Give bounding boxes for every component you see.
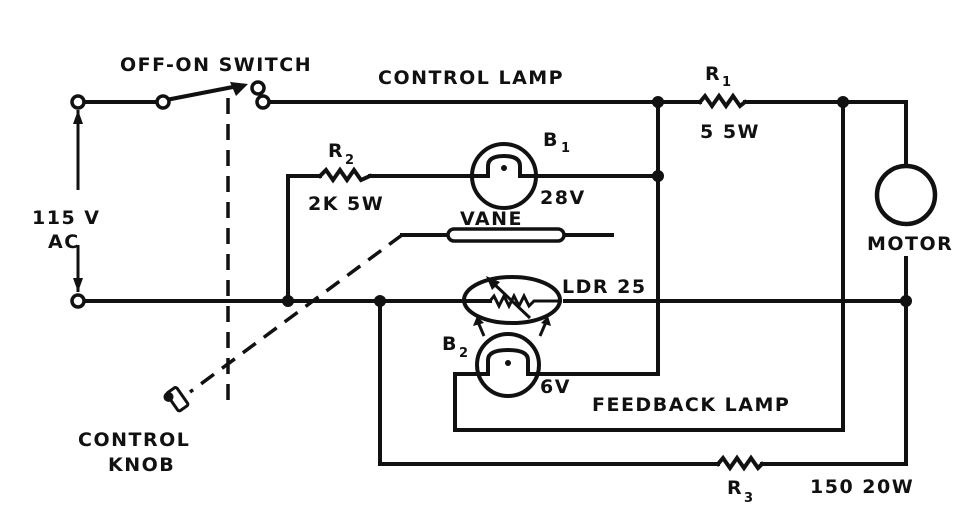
switch-contact-off bbox=[255, 94, 271, 110]
junction bbox=[837, 96, 849, 108]
label-feedback-lamp: FEEDBACK LAMP bbox=[592, 394, 790, 416]
resistor-r1 bbox=[697, 92, 748, 110]
light-arrow-left-head bbox=[473, 316, 484, 326]
label-r1-name: R bbox=[705, 63, 721, 85]
label-ldr: LDR 25 bbox=[562, 276, 647, 298]
label-b2-name: B bbox=[442, 333, 458, 355]
switch-blade bbox=[163, 83, 241, 103]
label-control-lamp: CONTROL LAMP bbox=[378, 67, 564, 89]
switch-arrow bbox=[230, 82, 248, 96]
junction bbox=[900, 295, 912, 307]
ldr-variable-arrow bbox=[486, 276, 500, 290]
ac-terminal-bottom bbox=[70, 293, 86, 309]
light-arrow-right-head bbox=[541, 316, 551, 326]
label-r3-name: R bbox=[727, 477, 743, 499]
ldr bbox=[460, 275, 562, 325]
motor-symbol bbox=[874, 163, 938, 227]
label-switch: OFF-ON SWITCH bbox=[120, 54, 312, 76]
label-motor: MOTOR bbox=[867, 233, 953, 255]
label-r1-sub: 1 bbox=[722, 75, 731, 90]
lamp-b1-filament bbox=[470, 153, 538, 178]
lamp-b2-center bbox=[505, 360, 511, 366]
resistor-r2 bbox=[317, 166, 373, 184]
lamp-b2 bbox=[473, 316, 551, 398]
label-b2-value: 6V bbox=[540, 376, 571, 398]
switch-contact-on bbox=[250, 80, 266, 96]
control-knob-handle bbox=[165, 386, 190, 413]
resistor-r3 bbox=[715, 454, 765, 472]
ldr-resistor bbox=[488, 292, 562, 310]
label-vane: VANE bbox=[460, 208, 523, 230]
label-r1-value: 5 5W bbox=[700, 121, 760, 143]
label-r2-name: R bbox=[328, 140, 344, 162]
label-b1-sub: 1 bbox=[561, 141, 570, 156]
junctions bbox=[282, 96, 912, 307]
label-control-knob-1: CONTROL bbox=[78, 429, 190, 451]
label-r2-sub: 2 bbox=[345, 153, 354, 168]
control-knob bbox=[163, 386, 190, 413]
lamp-b1-center bbox=[501, 165, 507, 171]
vane-blade bbox=[446, 227, 566, 243]
vane-linkage bbox=[188, 233, 404, 394]
control-knob-cap bbox=[163, 391, 174, 402]
wires bbox=[73, 82, 908, 466]
label-supply-type: AC bbox=[48, 231, 80, 253]
lamp-b2-filament bbox=[476, 347, 540, 376]
label-control-knob-2: KNOB bbox=[108, 454, 175, 476]
label-r3-value: 150 20W bbox=[810, 476, 914, 498]
label-b2-sub: 2 bbox=[459, 346, 468, 361]
label-r3-sub: 3 bbox=[744, 491, 753, 506]
ac-arrow-top-head bbox=[73, 110, 83, 124]
lamp-b1 bbox=[470, 142, 538, 210]
junction bbox=[282, 295, 294, 307]
junction bbox=[652, 96, 664, 108]
ac-arrow-bottom-head bbox=[73, 278, 83, 292]
label-supply-voltage: 115 V bbox=[32, 207, 100, 229]
terminals bbox=[70, 80, 271, 309]
switch-contact-common bbox=[155, 94, 171, 110]
vane bbox=[400, 227, 614, 243]
junction bbox=[652, 170, 664, 182]
junction bbox=[374, 295, 386, 307]
label-r2-value: 2K 5W bbox=[308, 193, 384, 215]
ldr-variable-line bbox=[490, 280, 532, 320]
ac-terminal-top bbox=[70, 94, 86, 110]
label-b1-value: 28V bbox=[540, 187, 586, 209]
label-b1-name: B bbox=[543, 129, 559, 151]
light-arrow-right bbox=[538, 321, 548, 337]
